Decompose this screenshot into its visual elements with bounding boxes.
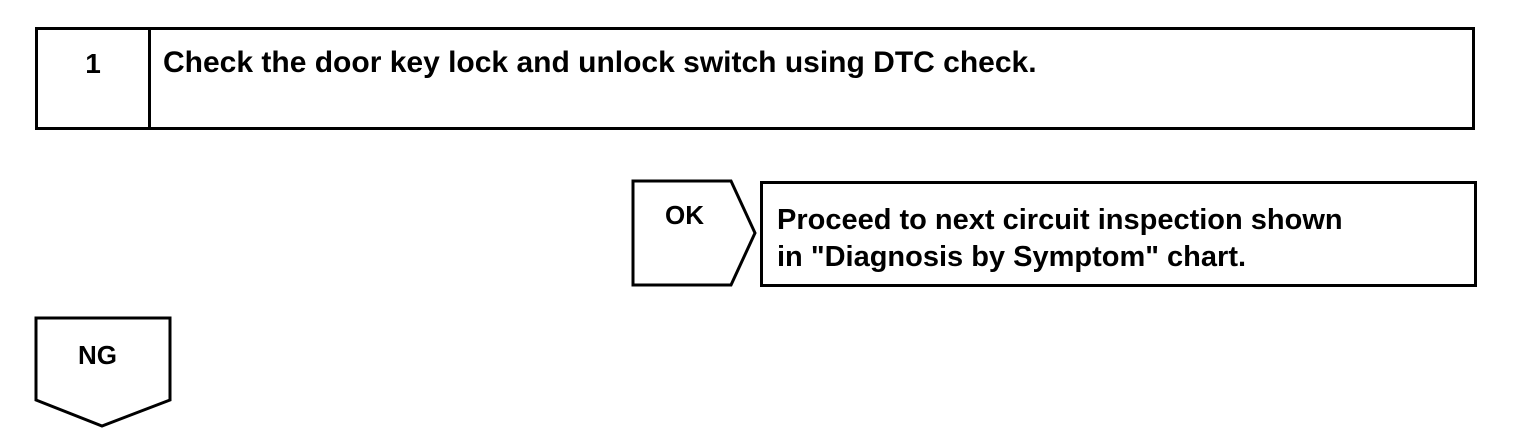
ok-result-line-2: in "Diagnosis by Symptom" chart.: [777, 241, 1247, 273]
step-box: 1 Check the door key lock and unlock swi…: [35, 27, 1475, 130]
ok-result-line-1: Proceed to next circuit inspection shown: [777, 204, 1343, 236]
ng-arrow-tag: [34, 316, 172, 428]
ok-result-box: Proceed to next circuit inspection shown…: [760, 181, 1477, 287]
step-text: Check the door key lock and unlock switc…: [163, 46, 1037, 79]
ok-label: OK: [665, 200, 704, 230]
step-number: 1: [38, 30, 151, 127]
ok-arrow-tag: [631, 179, 757, 287]
ng-label: NG: [78, 340, 117, 370]
